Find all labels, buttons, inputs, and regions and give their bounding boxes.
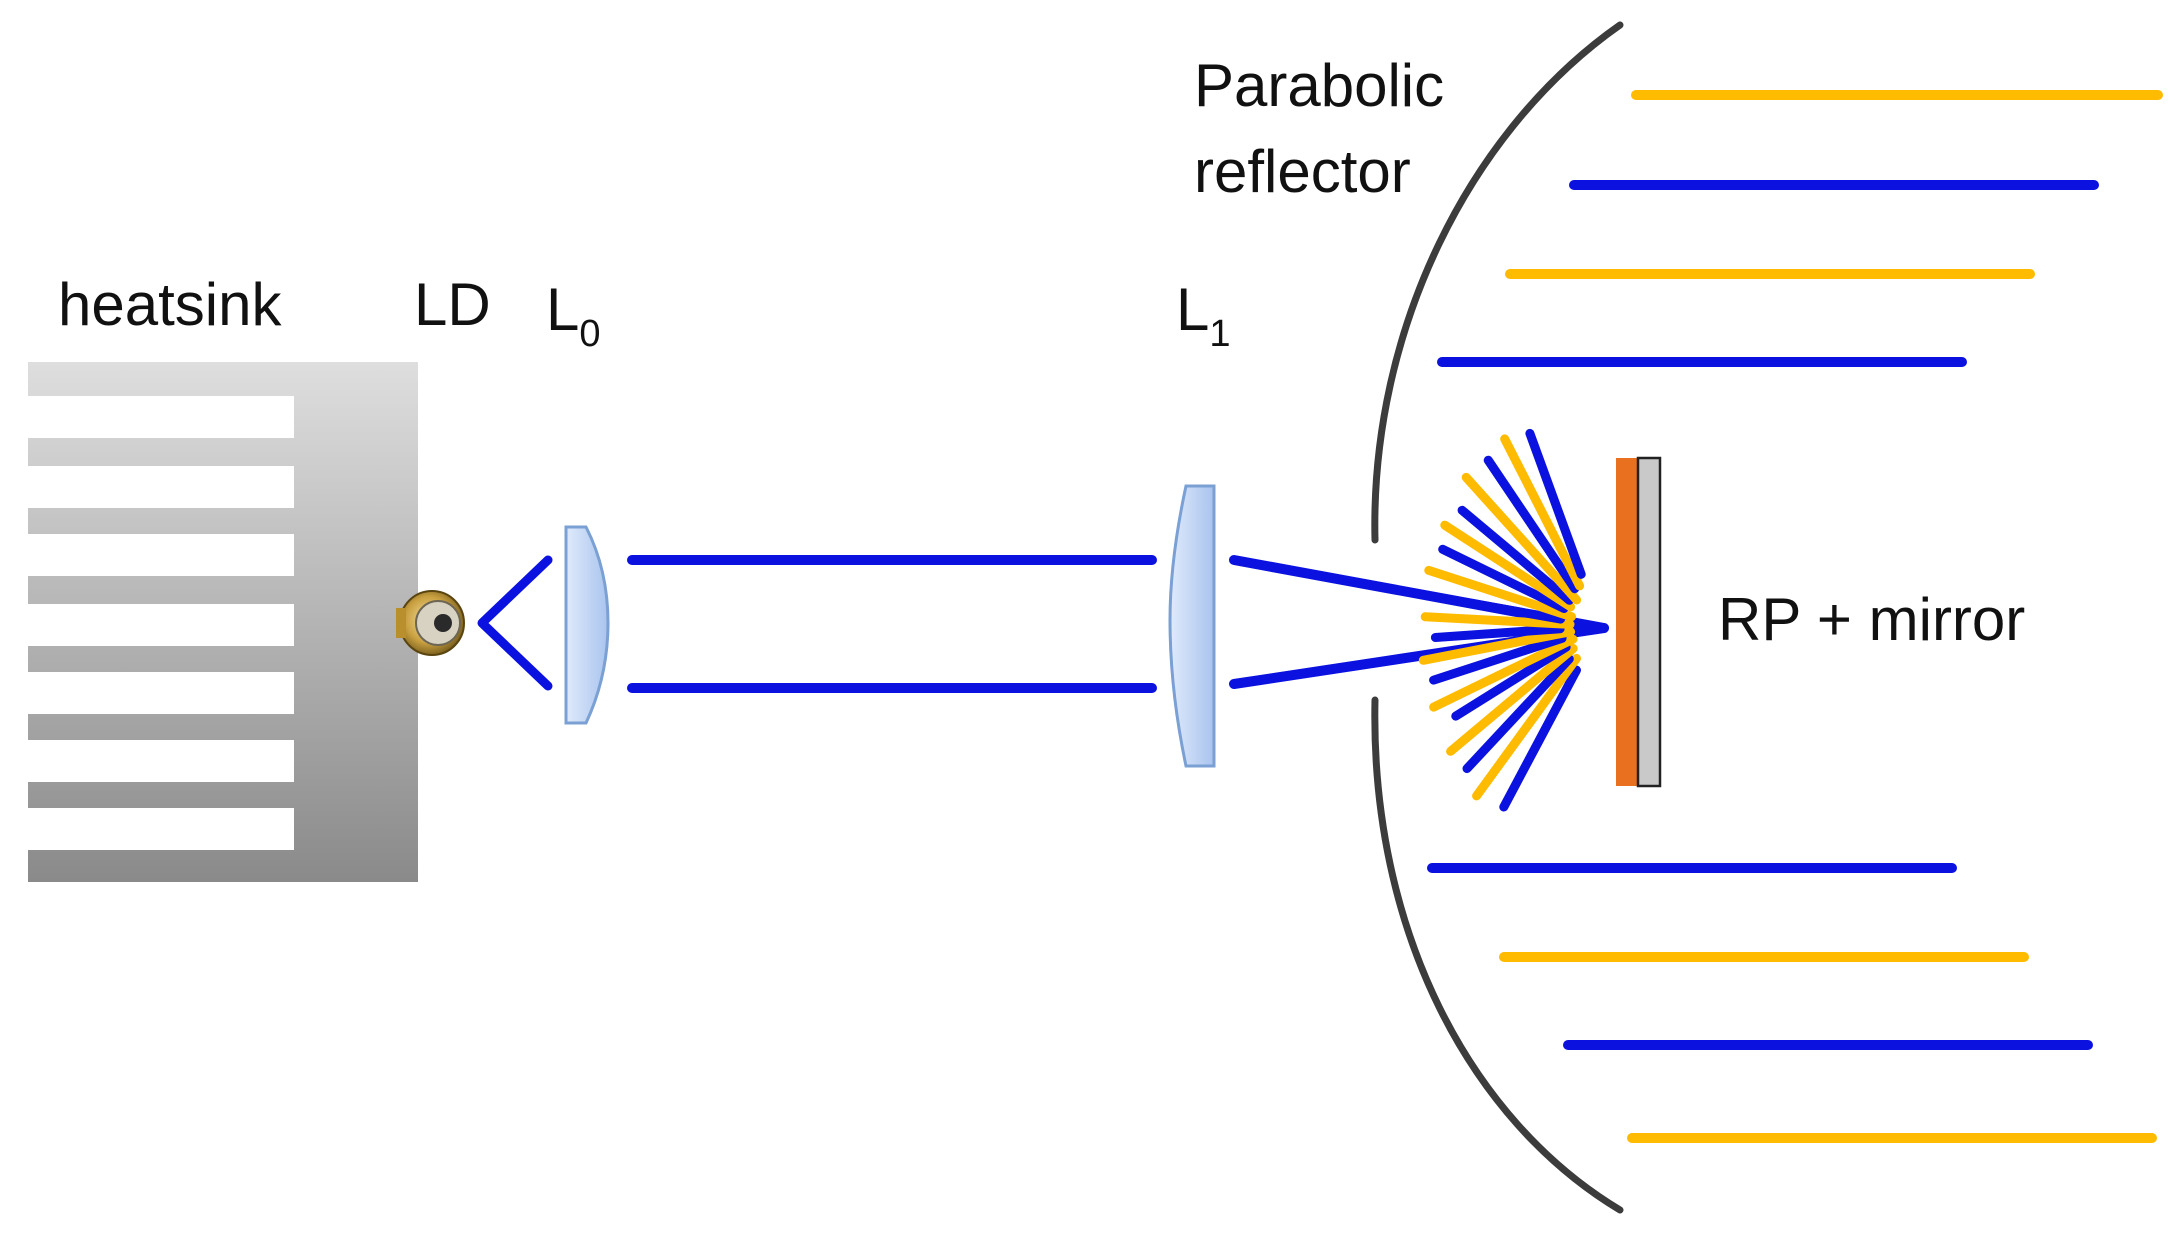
- scattered-yellow-ray: [1500, 434, 1585, 591]
- scattered-yellow-ray: [1424, 565, 1576, 622]
- heatsink-fin-gap: [28, 740, 294, 782]
- rp-mirror-label: RP + mirror: [1718, 586, 2025, 653]
- lens-l1: [1168, 484, 1216, 768]
- scattered-blue-ray: [1429, 633, 1567, 685]
- heatsink-label: heatsink: [58, 271, 282, 338]
- scattered-blue-ray: [1499, 665, 1581, 812]
- scattered-blue-ray: [1428, 592, 1566, 624]
- scattered-yellow-ray: [1418, 627, 1576, 665]
- heatsink-fin-gap: [28, 466, 294, 508]
- rp-mirror-assembly: [1616, 456, 1662, 788]
- heatsink-fin-gap: [28, 396, 294, 438]
- output-beams: [1427, 90, 2163, 1143]
- reflector-label-line2: reflector: [1194, 138, 1411, 205]
- heatsink-fin-gap: [28, 808, 294, 850]
- l1-label: L1: [1176, 276, 1231, 355]
- mirror: [1636, 456, 1662, 788]
- heatsink-fin-gap: [28, 604, 294, 646]
- l0-label: L0: [546, 276, 601, 355]
- lens-l0: [564, 525, 610, 725]
- scattered-blue-ray: [1430, 624, 1565, 642]
- laser-diode-icon: [396, 590, 465, 656]
- scattered-yellow-ray: [1440, 520, 1576, 612]
- scattered-blue-ray: [1438, 544, 1569, 613]
- scattered-yellow-ray: [1446, 644, 1578, 756]
- scattered-blue-ray: [1483, 455, 1580, 594]
- scattered-blue-ray: [1525, 428, 1586, 579]
- heatsink-fin-gap: [28, 534, 294, 576]
- scattered-yellow-ray: [1472, 653, 1581, 801]
- heatsink-fins: [28, 396, 294, 850]
- scattered-light-rays: [1418, 428, 1586, 812]
- collimated-laser-beam: [627, 555, 1157, 693]
- reflector-label-line1: Parabolic: [1194, 52, 1444, 119]
- scattered-yellow-ray: [1461, 472, 1582, 605]
- scattered-yellow-ray: [1420, 612, 1575, 629]
- ld-label: LD: [414, 271, 491, 338]
- scattered-blue-ray: [1457, 505, 1574, 605]
- diverging-laser-beam: [477, 555, 553, 691]
- parabolic-reflector: [1371, 21, 1624, 1214]
- scattered-blue-ray: [1451, 642, 1571, 721]
- scattered-blue-ray: [1462, 654, 1574, 774]
- remote-phosphor: [1616, 458, 1638, 786]
- scattered-yellow-ray: [1429, 634, 1578, 712]
- heatsink-fin-gap: [28, 672, 294, 714]
- heatsink-icon: [28, 362, 418, 882]
